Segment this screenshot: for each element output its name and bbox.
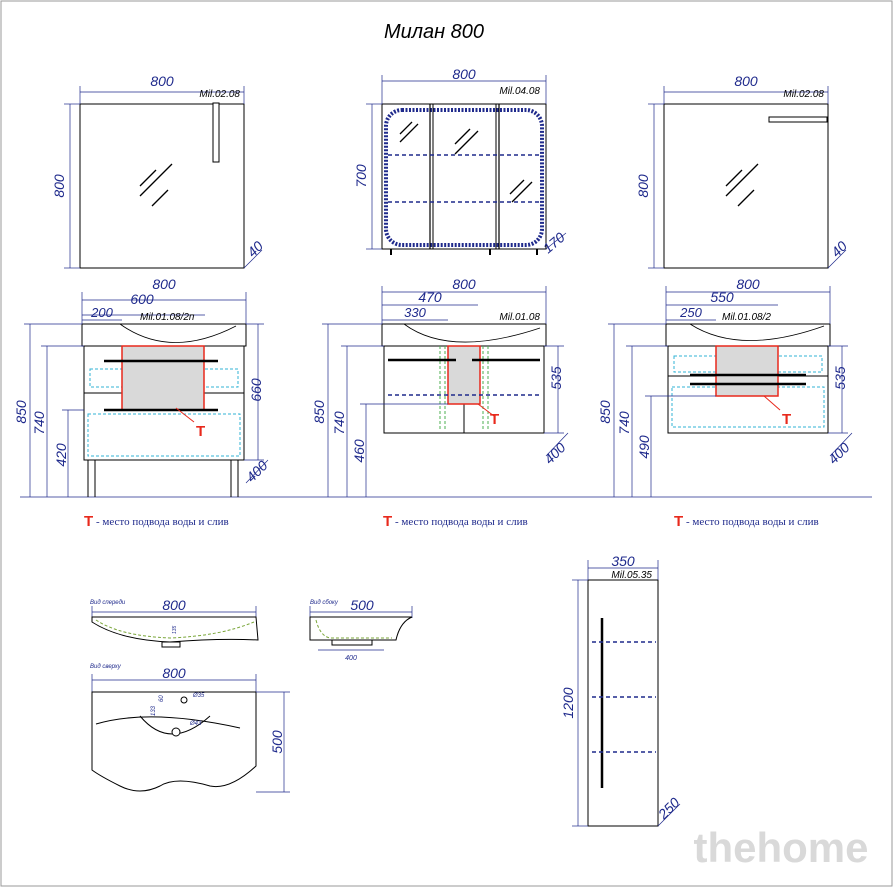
sink-faucet-hole (180, 696, 188, 704)
sink-front-view: Вид спереди 800 135 (90, 597, 259, 648)
cabinet-center-marker: T (490, 411, 499, 428)
watermark-logo: thehome (693, 824, 868, 871)
cabinet-left-water-zone (121, 345, 205, 411)
mirror-center-panel (381, 103, 547, 250)
cabinet-center-h-body: 535 (548, 366, 564, 390)
cabinet-right: T 800 550 250 Mil.01.08/2 850 740 490 53… (597, 276, 853, 497)
sink-side-width: 500 (350, 597, 374, 613)
cabinet-right-h-floor: 490 (636, 435, 652, 459)
mirror-right-panel (663, 103, 829, 269)
cabinet-left-inner-width: 600 (130, 291, 154, 307)
cabinet-left-h-body: 660 (248, 378, 264, 402)
mirror-right: 800 Mil.02.08 800 40 (635, 73, 850, 269)
sink-drain-hole (171, 727, 181, 737)
sink-top-view: Вид сверху 800 Ø35 Ø43 60 133 500 (90, 664, 290, 793)
cabinet-left-code: Mil.01.08/2п (140, 312, 195, 323)
mirror-left: 800 Mil.02.08 800 40 (51, 73, 266, 269)
mirror-left-lamp (212, 102, 220, 163)
cabinet-right-h-top: 740 (616, 411, 632, 435)
mirror-center-height: 700 (353, 164, 369, 188)
legend-left-text: - место подвода воды и слив (96, 516, 229, 528)
mirror-left-glass-icon (139, 163, 173, 207)
cabinet-center-h-floor: 460 (351, 439, 367, 463)
cabinet-left-width: 800 (152, 276, 176, 292)
sink-side-label: Вид сбоку (310, 600, 339, 606)
sink-hole1: Ø35 (192, 693, 205, 699)
cabinet-left-h-total: 850 (13, 400, 29, 424)
cabinet-center-width: 800 (452, 276, 476, 292)
cabinet-right-inner-width: 550 (710, 289, 734, 305)
mirror-right-lamp (768, 116, 828, 123)
mirror-center: 800 Mil.04.08 700 170 (353, 66, 568, 256)
cabinet-left-h-top: 740 (31, 411, 47, 435)
mirror-center-led (384, 108, 544, 247)
sink-front-label: Вид спереди (90, 600, 126, 606)
cabinet-center-inner-width: 470 (418, 289, 442, 305)
mirror-right-code: Mil.02.08 (783, 89, 824, 100)
mirror-left-depth: 40 (244, 238, 266, 260)
cabinet-center-code: Mil.01.08 (499, 312, 540, 323)
cabinet-center-offset: 330 (404, 305, 426, 320)
cabinet-right-depth: 400 (825, 439, 853, 467)
cabinet-left-sink (81, 323, 247, 347)
column-width: 350 (611, 553, 635, 569)
legend-left: T - место подвода воды и слив (84, 513, 229, 530)
mirror-left-code: Mil.02.08 (199, 89, 240, 100)
column-cabinet: 350 Mil.05.35 1200 250 (560, 553, 683, 827)
mirror-center-width: 800 (452, 66, 476, 82)
sink-top-label: Вид сверху (90, 664, 122, 670)
mirror-right-glass-icon (725, 163, 759, 207)
cabinet-right-marker: T (782, 411, 791, 428)
mirror-center-code: Mil.04.08 (499, 86, 540, 97)
legend-center-text: - место подвода воды и слив (395, 516, 528, 528)
cabinet-left-h-floor: 420 (53, 443, 69, 467)
column-code: Mil.05.35 (611, 570, 652, 581)
column-height: 1200 (560, 687, 576, 718)
cabinet-right-h-body: 535 (832, 366, 848, 390)
cabinet-center-sink (381, 323, 547, 347)
sink-top-depth: 500 (269, 730, 285, 754)
cabinet-center-h-total: 850 (311, 400, 327, 424)
drawing-title: Милан 800 (384, 21, 484, 43)
sink-front-depth-small: 135 (172, 625, 178, 634)
sink-side-view: Вид сбоку 500 400 (309, 597, 413, 662)
sink-front-width: 800 (162, 597, 186, 613)
cabinet-left-offset: 200 (90, 305, 113, 320)
mirror-left-height: 800 (51, 174, 67, 198)
legend-center-marker: T (383, 513, 392, 530)
cabinet-right-offset: 250 (679, 305, 702, 320)
mirror-right-width: 800 (734, 73, 758, 89)
sink-hole2: Ø43 (189, 721, 202, 727)
cabinet-left: T 800 600 200 Mil.01.08/2п 850 740 420 6… (13, 276, 271, 497)
legend-center: T - место подвода воды и слив (383, 513, 528, 530)
cabinet-center-depth: 400 (541, 439, 569, 467)
cabinet-left-marker: T (196, 423, 205, 440)
legend-right-marker: T (674, 513, 683, 530)
cabinet-right-water-zone (715, 345, 779, 397)
cabinet-right-h-total: 850 (597, 400, 613, 424)
sink-top-width: 800 (162, 665, 186, 681)
cabinet-center: T 800 470 330 Mil.01.08 850 740 460 535 … (311, 276, 569, 497)
mirror-left-width: 800 (150, 73, 174, 89)
sink-dim-b: 133 (151, 705, 157, 716)
sink-top-outline (91, 691, 257, 792)
legend-right: T - место подвода воды и слив (674, 513, 819, 530)
cabinet-center-h-top: 740 (331, 411, 347, 435)
cabinet-right-width: 800 (736, 276, 760, 292)
legend-right-text: - место подвода воды и слив (686, 516, 819, 528)
cabinet-right-sink (665, 323, 831, 347)
legend-left-marker: T (84, 513, 93, 530)
sink-side-inner: 400 (345, 655, 357, 662)
cabinet-right-code: Mil.01.08/2 (722, 312, 771, 323)
mirror-center-glass-icon (399, 121, 533, 203)
sink-dim-a: 60 (159, 695, 165, 702)
mirror-right-height: 800 (635, 174, 651, 198)
mirror-right-depth: 40 (828, 238, 850, 260)
column-body (587, 579, 659, 827)
